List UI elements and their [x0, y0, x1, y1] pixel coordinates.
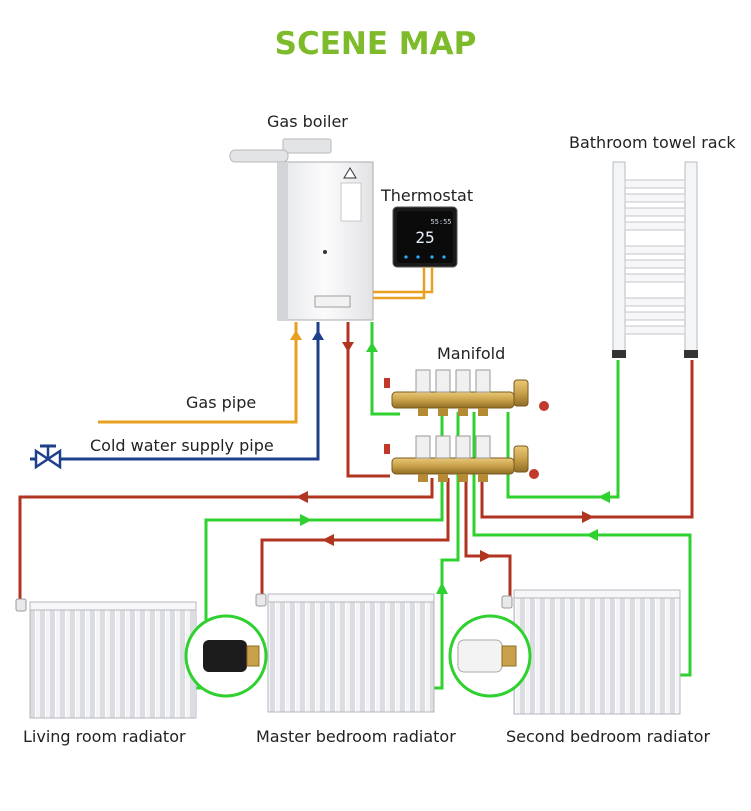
towel-rack-return-pipe — [506, 360, 620, 499]
thermostat-button-icon — [442, 255, 446, 259]
boiler-sticker — [340, 182, 362, 222]
master-bedroom-radiator — [255, 593, 435, 713]
towel-rack-flow-arrow-icon — [582, 511, 594, 523]
second-bedroom-return-arrow-icon — [586, 529, 598, 541]
gas-boiler-label: Gas boiler — [267, 112, 348, 131]
living-room-flow-pipe — [18, 478, 434, 600]
white-smart-valve — [448, 614, 532, 698]
second-bedroom-flow-arrow-icon — [480, 550, 492, 562]
manifold-drain-valve-icon — [529, 469, 539, 479]
thermostat-clock: 55:55 — [430, 218, 451, 226]
manifold-return-bar — [391, 391, 515, 409]
towel-rack-left-rail — [612, 161, 626, 353]
gas-flow-arrow-icon — [290, 330, 302, 340]
gas-pipe-label: Gas pipe — [186, 393, 257, 412]
boiler-flue-pipe — [282, 138, 332, 154]
living-room-radiator-panel — [29, 601, 197, 719]
master-bedroom-return-arrow-icon — [436, 582, 448, 594]
black-valve-head-icon — [203, 640, 247, 672]
bathroom-towel-rack — [612, 161, 698, 358]
bathroom-towel-rack-label: Bathroom towel rack — [569, 133, 736, 152]
boiler-indicator — [323, 250, 327, 254]
thermostat-button-icon — [416, 255, 420, 259]
thermostat-button-icon — [430, 255, 434, 259]
master-bedroom-flow-pipe — [260, 478, 450, 598]
second-bedroom-radiator-valve-icon — [501, 595, 513, 609]
living-room-return-arrow-icon — [300, 514, 312, 526]
boiler-flue-elbow — [229, 149, 289, 163]
second-bedroom-radiator-panel — [513, 589, 681, 715]
manifold-red-valve-icon — [384, 444, 390, 454]
gas-pipe-line — [98, 322, 298, 424]
thermostat-wire — [373, 267, 434, 294]
thermostat-temperature: 25 — [415, 228, 434, 247]
thermostat: 25 55:55 — [392, 206, 458, 268]
manifold-label: Manifold — [437, 344, 506, 363]
living-room-radiator — [15, 598, 197, 719]
boiler-return-pipe — [370, 322, 400, 416]
manifold — [384, 369, 549, 482]
manifold-upper-valves — [415, 369, 491, 393]
black-valve-connector-icon — [246, 645, 260, 667]
manifold-air-vent — [513, 379, 529, 407]
thermostat-button-icon — [404, 255, 408, 259]
cold-water-valve-icon — [34, 444, 62, 470]
second-bedroom-radiator — [501, 589, 681, 715]
manifold-air-vent — [513, 445, 529, 473]
white-valve-connector-icon — [501, 645, 517, 667]
manifold-flow-bar — [391, 457, 515, 475]
boiler-flow-pipe — [346, 322, 390, 478]
towel-rack-right-rail — [684, 161, 698, 353]
warning-icon — [343, 167, 357, 179]
master-bedroom-radiator-top — [267, 593, 435, 603]
second-bedroom-return-pipe — [472, 412, 692, 677]
towel-rack-bars — [624, 179, 686, 335]
gas-boiler — [229, 138, 374, 321]
manifold-drain-valve-icon — [539, 401, 549, 411]
boiler-control-panel — [314, 295, 351, 308]
living-room-radiator-label: Living room radiator — [23, 727, 186, 746]
master-bedroom-radiator-label: Master bedroom radiator — [256, 727, 456, 746]
page-title: SCENE MAP — [274, 26, 477, 62]
living-room-radiator-valve-icon — [15, 598, 27, 612]
boiler-flow-arrow-icon — [342, 342, 354, 352]
master-bedroom-flow-arrow-icon — [322, 534, 334, 546]
boiler-side-shade — [278, 162, 288, 320]
manifold-red-valve-icon — [384, 378, 390, 388]
cold-water-pipe-line — [30, 322, 320, 461]
boiler-return-arrow-icon — [366, 342, 378, 352]
towel-rack-return-arrow-icon — [598, 491, 610, 503]
black-smart-valve — [184, 614, 268, 698]
thermostat-wire — [373, 267, 426, 300]
manifold-outlets — [418, 408, 488, 482]
master-bedroom-return-pipe — [432, 412, 460, 690]
master-bedroom-radiator-panel — [267, 593, 435, 713]
thermostat-screen — [397, 211, 453, 263]
master-bedroom-radiator-valve-icon — [255, 593, 267, 607]
second-bedroom-radiator-label: Second bedroom radiator — [506, 727, 711, 746]
towel-rack-valve — [612, 350, 626, 358]
living-room-radiator-top — [29, 601, 197, 611]
towel-rack-valve — [684, 350, 698, 358]
living-room-flow-arrow-icon — [296, 491, 308, 503]
cold-water-supply-pipe-label: Cold water supply pipe — [90, 436, 274, 455]
white-valve-head-icon — [457, 639, 503, 673]
thermostat-label: Thermostat — [381, 186, 474, 205]
manifold-lower-valves — [415, 435, 491, 459]
cold-water-flow-arrow-icon — [312, 330, 324, 340]
second-bedroom-radiator-top — [513, 589, 681, 599]
